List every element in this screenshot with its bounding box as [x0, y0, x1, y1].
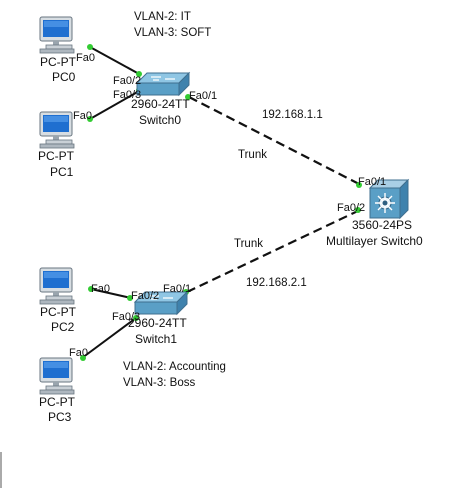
switch1-port-fa02: Fa0/2: [131, 290, 159, 302]
pc0-name-label: PC0: [52, 70, 76, 84]
link-switch0-multilayer[interactable]: [188, 96, 362, 186]
pc2-port-label: Fa0: [91, 283, 110, 295]
computer-icon: [39, 16, 75, 54]
computer-icon: [39, 267, 75, 305]
pc0-port-label: Fa0: [76, 52, 95, 64]
pc3[interactable]: [39, 357, 75, 395]
vlan-bottom-line1: VLAN-2: Accounting: [123, 361, 226, 373]
pc1[interactable]: [39, 111, 75, 149]
pc3-type-label: PC-PT: [39, 395, 76, 409]
multilayer-model-label: 3560-24PS: [352, 218, 412, 232]
pc2-name-label: PC2: [51, 320, 75, 334]
links: [81, 46, 362, 359]
pc1-port-label: Fa0: [73, 110, 92, 122]
pc1-name-label: PC1: [50, 165, 74, 179]
network-top-label: 192.168.1.1: [262, 109, 323, 121]
pc2-type-label: PC-PT: [40, 305, 77, 319]
link-pc2-switch1[interactable]: [90, 288, 132, 299]
multilayer-port-fa01: Fa0/1: [358, 176, 386, 188]
computer-icon: [39, 357, 75, 395]
pc0[interactable]: [39, 16, 75, 54]
switch0-model-label: 2960-24TT: [131, 97, 190, 111]
link-pc0-switch0[interactable]: [89, 46, 142, 76]
pc1-type-label: PC-PT: [38, 149, 75, 163]
switch0-name-label: Switch0: [139, 113, 181, 127]
switch-icon: [136, 72, 190, 96]
pc0-type-label: PC-PT: [40, 55, 77, 69]
vlan-top-line2: VLAN-3: SOFT: [134, 27, 211, 39]
switch0-port-fa03: Fa0/3: [113, 89, 141, 101]
multilayer-port-fa02: Fa0/2: [337, 202, 365, 214]
vlan-top-line1: VLAN-2: IT: [134, 11, 191, 23]
pc2[interactable]: [39, 267, 75, 305]
trunk-bottom-label: Trunk: [234, 238, 263, 250]
vlan-bottom-line2: VLAN-3: Boss: [123, 377, 195, 389]
switch0-port-fa01: Fa0/1: [189, 90, 217, 102]
link-pc3-switch1[interactable]: [81, 317, 137, 359]
multilayer-switch-icon: [368, 178, 410, 220]
trunk-top-label: Trunk: [238, 149, 267, 161]
switch0-port-fa02: Fa0/2: [113, 75, 141, 87]
link-switch1-multilayer[interactable]: [186, 209, 361, 293]
multilayer-switch0[interactable]: [368, 178, 410, 220]
computer-icon: [39, 111, 75, 149]
switch1-name-label: Switch1: [135, 332, 177, 346]
link-pc1-switch0[interactable]: [89, 89, 142, 120]
switch1-port-fa01: Fa0/1: [163, 283, 191, 295]
pc3-port-label: Fa0: [69, 347, 88, 359]
switch1-model-label: 2960-24TT: [128, 316, 187, 330]
network-bottom-label: 192.168.2.1: [246, 277, 307, 289]
switch0[interactable]: [136, 72, 190, 96]
pc3-name-label: PC3: [48, 410, 72, 424]
multilayer-name-label: Multilayer Switch0: [326, 234, 423, 248]
switch1-port-fa03: Fa0/3: [112, 311, 140, 323]
